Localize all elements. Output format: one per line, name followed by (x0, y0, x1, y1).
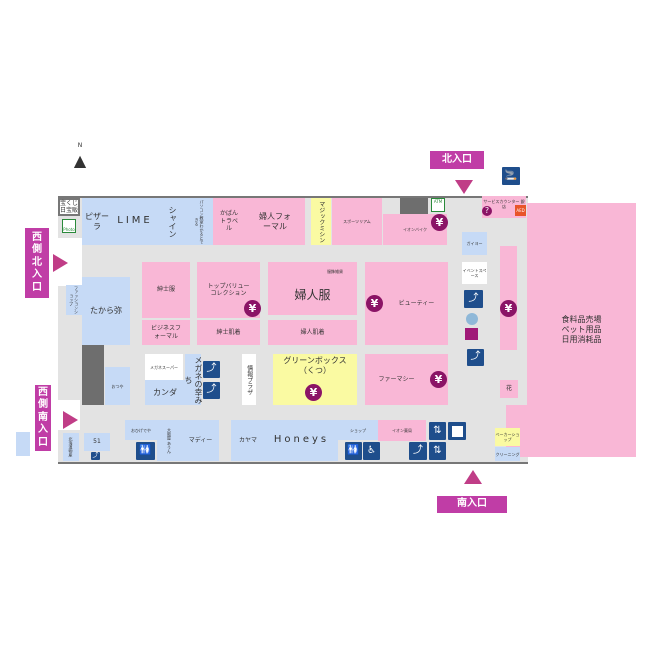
escalator-icon[interactable]: ⤴ (467, 349, 484, 366)
north-entrance-arrow[interactable] (455, 180, 473, 194)
green-box-label: グリーンボックス（くつ） (283, 356, 347, 375)
help-icon: ? (482, 206, 492, 216)
shop-shinshi-fuku[interactable]: 紳士服 (142, 262, 190, 318)
outside-sign (16, 432, 30, 456)
compass-icon: ▲ (73, 151, 87, 170)
shop-bakery[interactable]: ベーカーショップ (495, 428, 520, 446)
compass-north-label: N (77, 142, 83, 150)
restroom-icon: 🚻 (136, 442, 155, 460)
wall-block (400, 198, 428, 214)
shop-shinshi-hadagi[interactable]: 紳士肌着 (197, 320, 260, 345)
shop-takarakuji[interactable]: 宝くじ日宝販 (58, 198, 80, 216)
escalator-icon[interactable]: ⤴ (91, 452, 100, 460)
info-plaza[interactable]: 情報プラザ (242, 354, 256, 405)
stairs-icon: ⤴ (409, 442, 427, 460)
shop-fujin-formal[interactable]: 婦人フォーマル (245, 198, 305, 245)
card-icon (465, 328, 478, 340)
wheelchair-icon: ♿ (363, 442, 380, 460)
west-north-entrance-label: 西側北入口 (25, 228, 49, 298)
escalator-icon[interactable]: ⤴ (203, 361, 220, 378)
shop-megane-sachimichi[interactable]: メガネの幸みち (184, 354, 203, 405)
shop-kaban-travel[interactable]: かばんトラベル (213, 198, 245, 245)
shop-sportsrium[interactable]: スポーツリアム (332, 198, 382, 245)
shop-hokkaido[interactable]: 北海道物産 (63, 433, 79, 461)
yen-icon: ¥ (305, 384, 322, 401)
west-south-entrance-label: 西側南入口 (35, 385, 51, 451)
food-section[interactable]: 食料品売場 ペット用品 日用消耗品 (527, 203, 636, 457)
south-entrance-label: 南入口 (437, 496, 507, 513)
shop-otsuya[interactable]: おつや (105, 367, 130, 405)
exit-door-icon (448, 422, 466, 440)
shop-megane-super[interactable]: メガネスーパー (145, 354, 183, 380)
shop-ohigedeya[interactable]: おひげでや (125, 420, 157, 440)
yen-icon: ¥ (500, 300, 517, 317)
escalator-icon[interactable]: ⤴ (203, 382, 220, 399)
shop-kanda[interactable]: カンダ (145, 380, 185, 405)
elevator-icon[interactable]: ⇅ (429, 442, 446, 460)
west-north-entrance-arrow[interactable] (53, 254, 68, 272)
shop-honeys[interactable]: Honeys (265, 420, 338, 461)
shop-shine[interactable]: シャイン (158, 198, 186, 245)
shop-pc-school[interactable]: パソコン教室わかるとできる (186, 198, 213, 245)
smoking-area-icon: 🚬 (502, 167, 520, 185)
shop-51[interactable]: 51 (84, 433, 110, 451)
shop-fujin-hadagi[interactable]: 婦人肌着 (268, 320, 357, 345)
shop-fukushoku-zakka[interactable]: 服飾雑貨 (315, 264, 355, 278)
restroom-icon: 🚻 (345, 442, 362, 460)
wall-block (82, 345, 104, 405)
shop-kayama[interactable]: カヤマ (231, 420, 265, 461)
escalator-icon[interactable]: ⤴ (464, 290, 483, 308)
south-entrance-arrow[interactable] (464, 470, 482, 484)
west-south-entrance-arrow[interactable] (63, 411, 78, 429)
yen-icon: ¥ (366, 295, 383, 312)
shop-lime[interactable]: LIME (112, 198, 158, 245)
yen-icon: ¥ (244, 300, 261, 317)
event-space[interactable]: イベントスペース (462, 262, 487, 284)
shop-magic-mishin[interactable]: マジックミシン (311, 198, 331, 245)
info-circle-icon (466, 313, 478, 325)
yen-icon: ¥ (430, 371, 447, 388)
north-entrance-label: 北入口 (430, 151, 484, 169)
shop-osakaya[interactable]: 大阪屋 あうん (157, 420, 182, 461)
shop-business-formal[interactable]: ビジネスフォーマル (142, 320, 190, 345)
shop-mady[interactable]: マディー (182, 420, 219, 461)
shop-small[interactable]: ショップ (338, 420, 378, 440)
elevator-icon[interactable]: ⇅ (429, 422, 446, 440)
shop-aeon-pharmacy[interactable]: イオン薬局 (378, 420, 426, 441)
shop-gaiyo[interactable]: ガイヨー (462, 232, 487, 255)
food-column[interactable] (500, 246, 517, 350)
photo-booth-icon[interactable]: Photo (62, 219, 76, 233)
shop-cleaning[interactable]: クリーニング (495, 447, 520, 461)
shop-takaraya[interactable]: たから弥 (82, 277, 130, 345)
shop-flower[interactable]: 花 (500, 380, 518, 398)
yen-icon: ¥ (431, 214, 448, 231)
aed-icon: AED (515, 205, 526, 216)
shop-fashion-small[interactable]: ファッションショップ (66, 285, 82, 315)
shop-pizzala[interactable]: ピザーラ (82, 198, 112, 245)
atm-icon[interactable]: ATM (431, 198, 445, 212)
